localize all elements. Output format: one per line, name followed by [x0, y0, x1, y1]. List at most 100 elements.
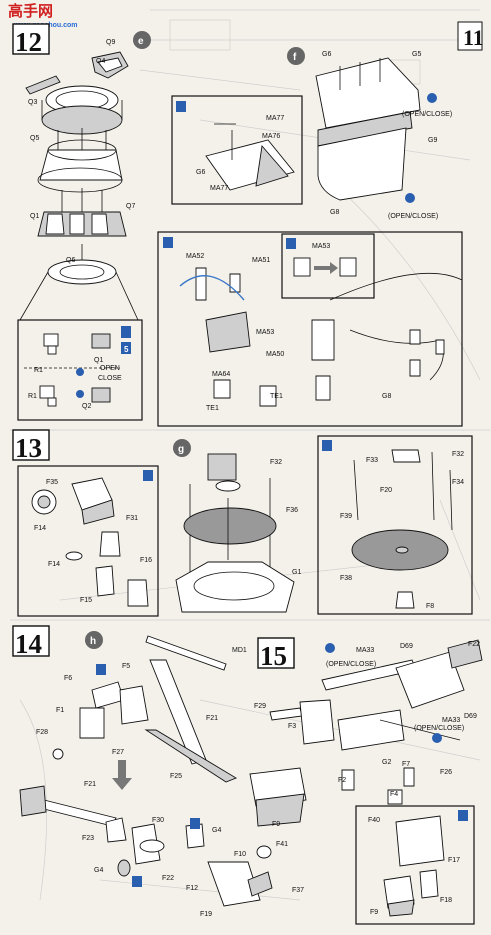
step-13: 13 g F35 F14 F14 F31 F16 F15 F32 F36 G1	[12, 429, 473, 617]
part-label: F14	[34, 525, 46, 532]
part-label: F5	[122, 663, 130, 670]
mantlet-body-part	[317, 127, 407, 201]
part-label: F19	[200, 911, 212, 918]
part-label: 5	[124, 345, 129, 354]
sub-label: f	[293, 52, 297, 63]
part-label: F33	[366, 457, 378, 464]
part-label: (OPEN/CLOSE)	[414, 725, 464, 732]
part-label: F10	[234, 851, 246, 858]
part-label: Q6	[66, 257, 75, 264]
step-14: 14 h MD1 F6 F5 F1 F28 F27 F21 F25 F21 F2…	[12, 625, 304, 918]
part-label: Q7	[126, 203, 135, 210]
paint-icon	[176, 101, 186, 112]
detail-box-mantlet-detail	[355, 805, 475, 925]
part-label: F3	[288, 723, 296, 730]
step-ref-badge	[121, 342, 131, 354]
part-label: F8	[426, 603, 434, 610]
part-label: F2	[338, 777, 346, 784]
part-label: F4	[390, 791, 398, 798]
paint-icon	[96, 664, 106, 675]
part-label: F36	[286, 507, 298, 514]
corner-marker: 11	[457, 21, 484, 51]
part-label: F34	[452, 479, 464, 486]
part-label: MA53	[256, 329, 274, 336]
turret-floor-plate	[183, 507, 277, 545]
part-label: F23	[82, 835, 94, 842]
part-label: MA76	[262, 133, 280, 140]
part-label: F37	[292, 887, 304, 894]
part-label: MA33	[442, 717, 460, 724]
part-label: F39	[340, 513, 352, 520]
detail-box-vision-blocks	[17, 319, 143, 421]
part-label: F18	[440, 897, 452, 904]
part-label: 11	[463, 25, 484, 50]
part-label: OPEN	[100, 365, 120, 372]
part-label: R1	[28, 393, 37, 400]
paint-icon	[132, 876, 142, 887]
sub-label: e	[138, 36, 144, 47]
barrel-assembly	[39, 799, 117, 827]
part-label: D69	[464, 713, 477, 720]
part-label: TE1	[270, 393, 283, 400]
part-label: G4	[212, 827, 221, 834]
part-label: F12	[186, 885, 198, 892]
part-label: MD1	[232, 647, 247, 654]
part-label: G6	[196, 169, 205, 176]
detail-box-floor-detail	[317, 435, 473, 615]
part-label: F6	[64, 675, 72, 682]
arrow-icon	[314, 262, 338, 274]
part-label: (OPEN/CLOSE)	[402, 111, 452, 118]
part-label: F38	[340, 575, 352, 582]
part-label: F41	[276, 841, 288, 848]
part-label: D69	[400, 643, 413, 650]
part-label: MA50	[266, 351, 284, 358]
paint-icon	[190, 818, 200, 829]
paint-icon	[322, 440, 332, 451]
part-label: (OPEN/CLOSE)	[326, 661, 376, 668]
part-label: TE1	[206, 405, 219, 412]
part-label: F22	[162, 875, 174, 882]
part-label: F22	[468, 641, 480, 648]
part-label: G6	[322, 51, 331, 58]
part-label: Q9	[106, 39, 115, 46]
part-label: F21	[206, 715, 218, 722]
part-label: Q4	[96, 58, 105, 65]
part-label: F26	[440, 769, 452, 776]
part-label: Q2	[82, 403, 91, 410]
step-number: 15	[260, 641, 287, 671]
part-label: F1	[56, 707, 64, 714]
part-label: MA52	[186, 253, 204, 260]
sub-label: h	[90, 636, 96, 647]
part-label: MA51	[252, 257, 270, 264]
breech-part	[395, 651, 465, 709]
detail-box-hatch-hinges	[157, 231, 463, 427]
detail-box-hatch-detail	[171, 95, 303, 205]
part-label: CLOSE	[98, 375, 122, 382]
part-label: F25	[170, 773, 182, 780]
part-label: F40	[368, 817, 380, 824]
step-15: 15 MA33 D69 F22 (OPEN/CLOSE) D69 F29 F3 …	[249, 637, 483, 925]
part-label: F15	[80, 597, 92, 604]
part-label: F21	[84, 781, 96, 788]
turret-base-ring	[175, 561, 295, 613]
mantlet-top-part	[315, 57, 421, 129]
part-label: F9	[272, 821, 280, 828]
part-label: MA33	[356, 647, 374, 654]
paint-icon	[163, 237, 173, 248]
part-label: Q1	[94, 357, 103, 364]
part-label: MA77	[266, 115, 284, 122]
part-label: F30	[152, 817, 164, 824]
part-label: F7	[402, 761, 410, 768]
detail-box-seat-assembly	[17, 465, 159, 617]
part-label: F14	[48, 561, 60, 568]
base-ring-part	[47, 259, 117, 285]
sub-label: g	[178, 444, 184, 455]
paint-icon	[458, 810, 468, 821]
part-label: F27	[112, 749, 124, 756]
part-label: G5	[412, 51, 421, 58]
step-12: 12 e Q9 Q4 Q3 Q5 Q7 Q1 Q6	[12, 23, 463, 427]
paint-icon	[121, 326, 131, 338]
paint-icon	[286, 238, 296, 249]
paint-icon	[143, 470, 153, 481]
